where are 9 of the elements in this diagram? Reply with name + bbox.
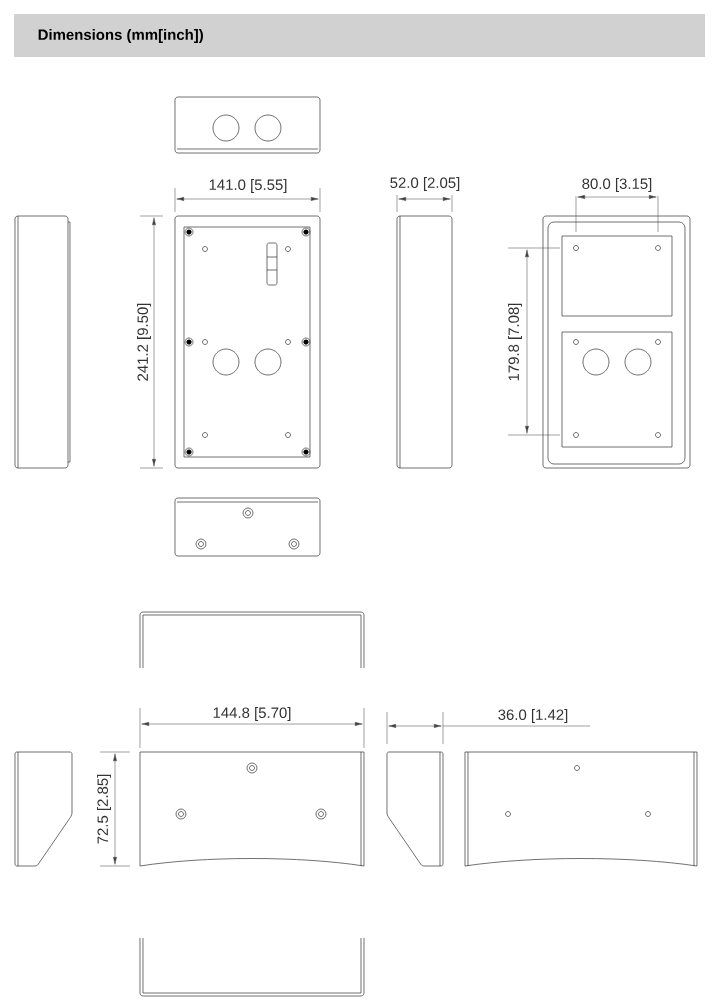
dimension-label: 241.2 [9.50]	[137, 303, 151, 381]
dimension-label: 80.0 [3.15]	[582, 178, 652, 192]
dimension-label: 52.0 [2.05]	[390, 177, 460, 191]
title-bar: Dimensions (mm[inch])	[14, 14, 705, 57]
dimension-label: 144.8 [5.70]	[213, 707, 291, 721]
dimension-label: 36.0 [1.42]	[498, 709, 568, 723]
dimension-label: 141.0 [5.55]	[209, 179, 287, 193]
dimension-label: 72.5 [2.85]	[97, 774, 111, 844]
dimension-label: 179.8 [7.08]	[508, 303, 522, 381]
